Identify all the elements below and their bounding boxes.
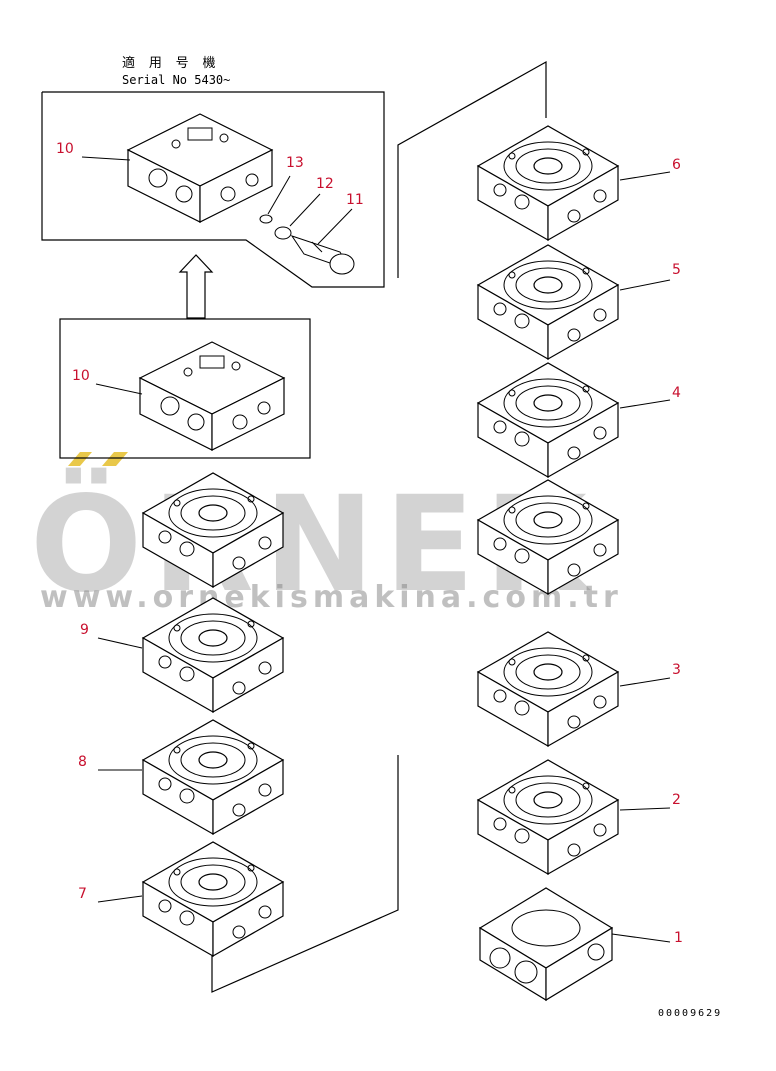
callout-1: 1 [674,930,683,946]
callout-10-old: 10 [72,368,90,384]
relief-valve [290,235,355,275]
callout-10-new: 10 [56,141,74,157]
callout-8: 8 [78,754,87,770]
callout-7: 7 [78,886,87,902]
callout-2: 2 [672,792,681,808]
callout-5: 5 [672,262,681,278]
callout-4: 4 [672,385,681,401]
callout-13: 13 [286,155,304,171]
callout-12: 12 [316,176,334,192]
watermark-accent-icon [68,452,128,466]
callout-3: 3 [672,662,681,678]
serial-label: Serial No 5430~ [122,73,231,87]
callout-9: 9 [80,622,89,638]
drawing-number: 00009629 [658,1008,723,1019]
callout-11: 11 [346,192,364,208]
applicable-label: 適 用 号 機 [122,56,219,71]
watermark-url: www.ornekismakina.com.tr [40,580,623,615]
callout-6: 6 [672,157,681,173]
